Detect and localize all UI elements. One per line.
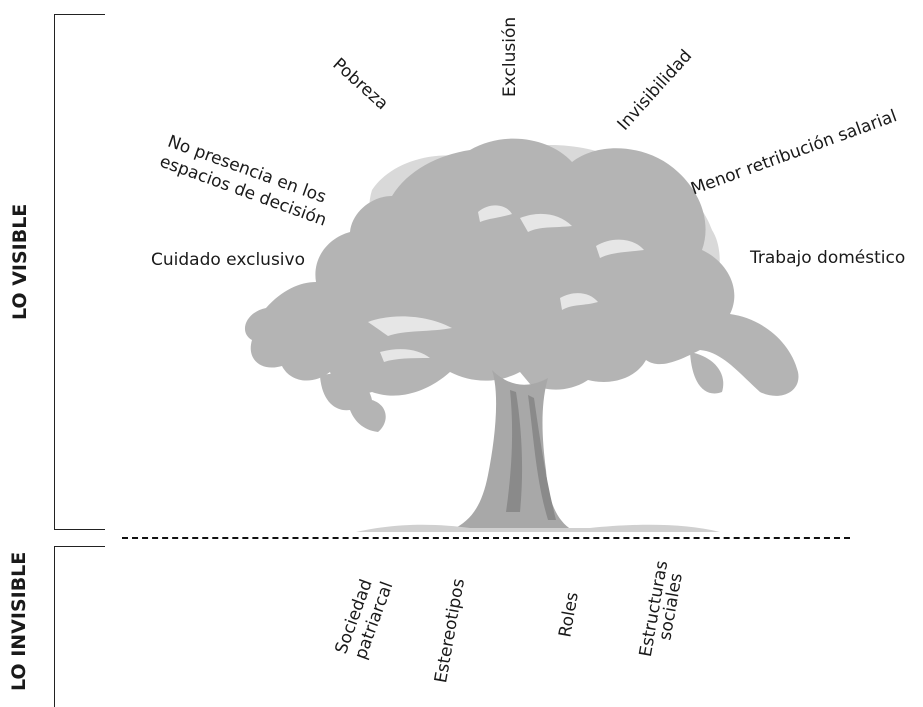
canopy-highlights: [368, 205, 644, 362]
label-cuidado-exclusivo: Cuidado exclusivo: [151, 250, 305, 270]
label-trabajo-domestico: Trabajo doméstico: [750, 248, 906, 268]
ground-roots: [356, 524, 720, 532]
visible-bracket: [54, 14, 105, 530]
invisible-bracket: [54, 546, 105, 707]
label-exclusion: Exclusión: [500, 16, 521, 97]
visibility-divider: [122, 537, 850, 539]
trunk: [452, 370, 572, 530]
